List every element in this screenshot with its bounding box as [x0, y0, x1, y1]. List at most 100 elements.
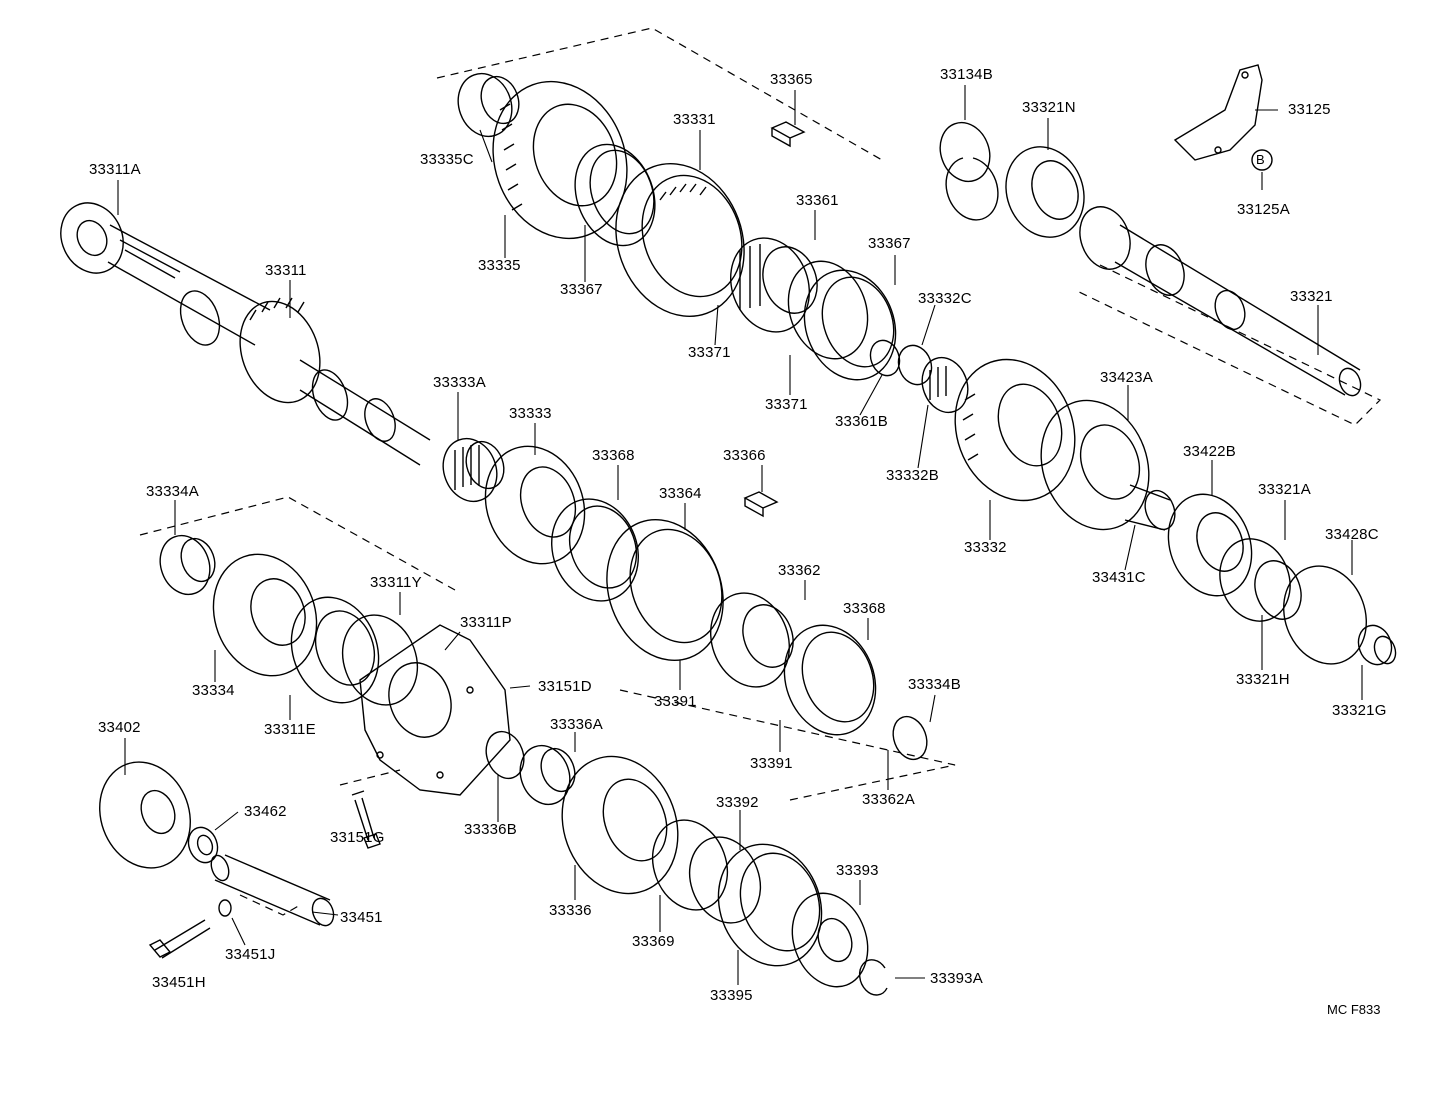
- hub-33361: [718, 227, 826, 343]
- part-label-33368-middle-left: 33368: [592, 447, 635, 464]
- part-label-33335C: 33335C: [420, 151, 474, 168]
- part-label-33371-left: 33371: [688, 344, 731, 361]
- part-label-33367-upper-left: 33367: [560, 281, 603, 298]
- part-label-33311Y: 33311Y: [370, 574, 422, 591]
- gear-33334: [197, 540, 333, 691]
- figure-code: MC F833: [1327, 1002, 1381, 1017]
- bearing-33336A: [512, 739, 580, 812]
- right-group-boundary: [1075, 265, 1380, 425]
- part-label-33125A: 33125A: [1237, 201, 1290, 218]
- countershaft-33321: [932, 116, 1364, 399]
- synchro-ring-33367a: [562, 133, 669, 257]
- part-label-33336: 33336: [549, 902, 592, 919]
- shifting-key-33365: [772, 122, 804, 146]
- leader-lines: [118, 85, 1362, 985]
- part-label-33366: 33366: [723, 447, 766, 464]
- gear-33335: [450, 63, 649, 258]
- snap-ring-33334B: [887, 712, 932, 764]
- gear-33423A: [1024, 385, 1167, 545]
- hub-33393: [780, 883, 880, 998]
- lower-group-boundary: [140, 497, 455, 590]
- part-label-33402: 33402: [98, 719, 141, 736]
- part-label-33391-left: 33391: [654, 693, 697, 710]
- gear-33333: [469, 432, 600, 578]
- gear-33428C: [1270, 554, 1399, 675]
- part-label-33365: 33365: [770, 71, 813, 88]
- reverse-idler-gear-33402: [85, 749, 205, 881]
- part-label-33364: 33364: [659, 485, 702, 502]
- collar-33431C: [1125, 485, 1180, 534]
- snap-ring-33311Y: [330, 604, 429, 715]
- needle-bearing-33333A: [435, 431, 510, 509]
- part-label-33333: 33333: [509, 405, 552, 422]
- bolt-33451H: [150, 920, 210, 958]
- shaft-boundary: [240, 895, 300, 915]
- sleeve-33331: [595, 145, 765, 334]
- part-label-33332C: 33332C: [918, 290, 972, 307]
- part-label-33134B: 33134B: [940, 66, 993, 83]
- bearing-33321A: [1209, 529, 1309, 631]
- gear-33422B: [1155, 482, 1266, 607]
- part-label-33431C: 33431C: [1092, 569, 1146, 586]
- part-label-33332: 33332: [964, 539, 1007, 556]
- part-label-33321G: 33321G: [1332, 702, 1387, 719]
- part-label-33361B: 33361B: [835, 413, 888, 430]
- lower-group-boundary-2: [620, 690, 955, 800]
- synchro-ring-33368b: [770, 612, 891, 747]
- gear-33332: [936, 343, 1094, 518]
- gear-33336: [543, 740, 696, 910]
- shifting-key-33366: [745, 492, 777, 516]
- part-label-33393A: 33393A: [930, 970, 983, 987]
- callout-B: [1252, 150, 1272, 170]
- spring-33371: [775, 250, 881, 370]
- synchro-ring-33367b: [790, 257, 911, 392]
- ring-33369: [640, 809, 739, 920]
- part-label-33331: 33331: [673, 111, 716, 128]
- upper-group-boundary: [437, 28, 882, 160]
- part-label-33332B: 33332B: [886, 467, 939, 484]
- snap-ring-33393A: [860, 960, 887, 995]
- part-label-33368-middle-right: 33368: [843, 600, 886, 617]
- part-label-33423A: 33423A: [1100, 369, 1153, 386]
- part-label-33367-upper-right: 33367: [868, 235, 911, 252]
- bearing-33334A: [152, 529, 220, 602]
- part-label-33336A: 33336A: [550, 716, 603, 733]
- part-label-33369: 33369: [632, 933, 675, 950]
- dashed-boundaries: [140, 28, 1380, 915]
- bracket-33125: [1175, 65, 1262, 160]
- part-label-33151G: 33151G: [330, 829, 385, 846]
- part-label-33451J: 33451J: [225, 946, 276, 963]
- part-label-33451: 33451: [340, 909, 383, 926]
- part-label-33451H: 33451H: [152, 974, 206, 991]
- spring-33392: [678, 827, 772, 933]
- part-label-33362A: 33362A: [862, 791, 915, 808]
- bearing-33332B: [915, 351, 975, 419]
- part-label-33125: 33125: [1288, 101, 1331, 118]
- idler-shaft-33451: [208, 853, 337, 929]
- part-label-33334A: 33334A: [146, 483, 199, 500]
- part-label-33321H: 33321H: [1236, 671, 1290, 688]
- part-label-33321N: 33321N: [1022, 99, 1076, 116]
- part-label-33321A: 33321A: [1258, 481, 1311, 498]
- ring-33336B: [480, 726, 530, 783]
- part-label-33311: 33311: [265, 262, 307, 279]
- bracket-boundary: [340, 770, 400, 785]
- part-label-33333A: 33333A: [433, 374, 486, 391]
- hub-33362: [698, 582, 802, 698]
- part-label-33311P: 33311P: [460, 614, 512, 631]
- part-label-33335: 33335: [478, 257, 521, 274]
- input-shaft-33311: [50, 193, 430, 465]
- part-label-33336B: 33336B: [464, 821, 517, 838]
- screw-33151G: [352, 791, 380, 848]
- part-label-33462: 33462: [244, 803, 287, 820]
- callout-symbol-B: B: [1256, 152, 1265, 167]
- retainer-33151D: [360, 625, 510, 795]
- snap-ring-33361B: [866, 336, 937, 389]
- synchro-ring-33368a: [538, 487, 653, 613]
- part-label-33395: 33395: [710, 987, 753, 1004]
- part-label-33362: 33362: [778, 562, 821, 579]
- sleeve-33364: [588, 503, 742, 677]
- part-label-33321: 33321: [1290, 288, 1333, 305]
- part-label-33361: 33361: [796, 192, 839, 209]
